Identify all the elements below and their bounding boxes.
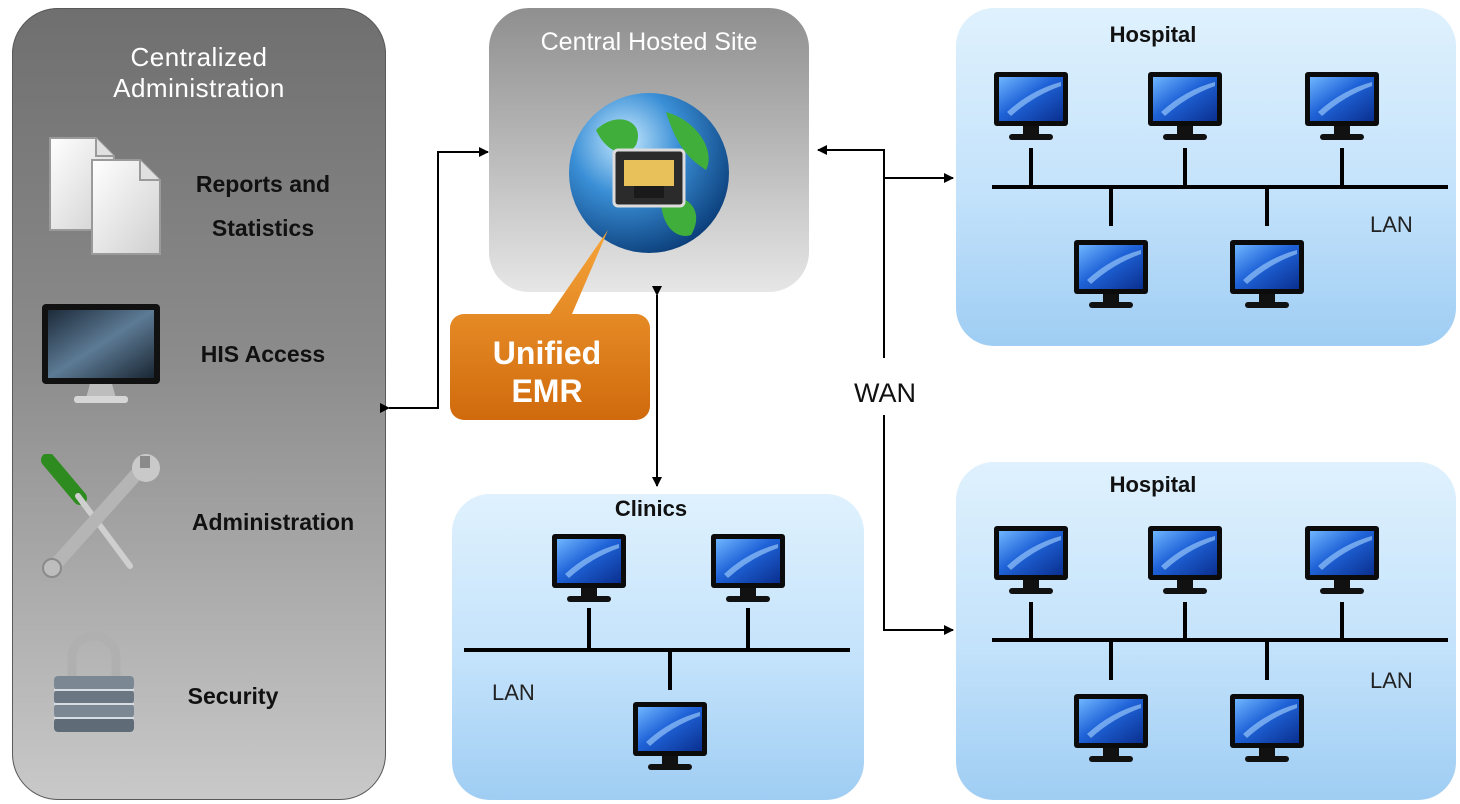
wan-central-link — [817, 145, 885, 358]
computer-icon — [1074, 240, 1148, 308]
documents-icon — [49, 137, 161, 255]
clinics-lan-label: LAN — [492, 680, 535, 705]
computer-icon — [1148, 72, 1222, 140]
hospital-top-lan — [992, 148, 1448, 226]
wan-hospital-bottom-link — [883, 415, 954, 635]
administration-label: Administration — [191, 509, 355, 535]
emr-line1: Unified — [492, 335, 602, 371]
clinics-title: Clinics — [614, 496, 688, 521]
admin-central-link — [380, 147, 489, 413]
computer-icon — [1305, 526, 1379, 594]
wan-label: WAN — [854, 378, 916, 408]
computer-icon — [633, 702, 707, 770]
emr-line2: EMR — [511, 373, 583, 409]
computer-icon — [1074, 694, 1148, 762]
reports-label-line1: Reports and — [195, 171, 331, 197]
computer-icon — [994, 526, 1068, 594]
computer-icon — [994, 72, 1068, 140]
computer-icon — [1148, 526, 1222, 594]
computer-icon — [711, 534, 785, 602]
unified-emr-callout — [450, 230, 650, 420]
computer-icon — [1230, 240, 1304, 308]
hospital-bottom-lan-label: LAN — [1370, 668, 1413, 693]
monitor-icon — [42, 304, 160, 403]
hospital-top-panel: Hospital LAN — [956, 8, 1456, 346]
central-title: Central Hosted Site — [540, 28, 758, 56]
hospital-bottom-title: Hospital — [1109, 472, 1197, 497]
hospital-bottom-panel: Hospital LAN — [956, 462, 1456, 800]
reports-label-line2: Statistics — [211, 215, 315, 241]
computer-icon — [552, 534, 626, 602]
security-label: Security — [187, 683, 279, 709]
reports-statistics-label: Reports and Statistics — [168, 162, 358, 250]
hospital-top-lan-label: LAN — [1370, 212, 1413, 237]
clinics-lan — [464, 608, 850, 690]
admin-title: Centralized Administration — [12, 42, 386, 104]
his-access-label: HIS Access — [200, 341, 326, 367]
globe-network-icon — [569, 93, 729, 253]
computer-icon — [1230, 694, 1304, 762]
padlock-icon — [54, 631, 134, 732]
computer-icon — [1305, 72, 1379, 140]
admin-title-line2: Administration — [113, 73, 285, 103]
unified-emr-label: Unified EMR — [452, 334, 642, 410]
admin-title-line1: Centralized — [130, 42, 268, 72]
hospital-top-title: Hospital — [1109, 22, 1197, 47]
hospital-bottom-lan — [992, 602, 1448, 680]
tools-icon — [41, 454, 160, 578]
